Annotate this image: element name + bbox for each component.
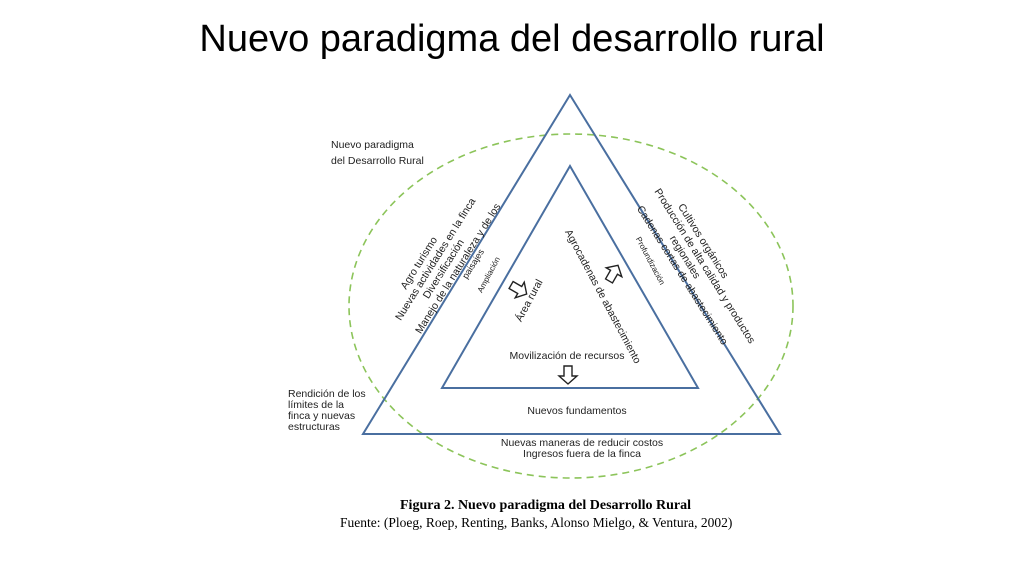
- outer-triangle: [361, 93, 782, 435]
- figure-source: Fuente: (Ploeg, Roep, Renting, Banks, Al…: [340, 515, 733, 530]
- bottom-label-ingresos: Ingresos fuera de la finca: [523, 448, 641, 460]
- circle-label-line2: del Desarrollo Rural: [331, 155, 424, 167]
- slide-title: Nuevo paradigma del desarrollo rural: [199, 18, 825, 60]
- paradigm-circle: [348, 133, 794, 479]
- rendicion-line3: finca y nuevas: [288, 410, 355, 422]
- bottom-label-costos: Nuevas maneras de reducir costos: [501, 437, 663, 449]
- inner-triangle: [440, 163, 700, 389]
- agrocadenas-label: Agrocadenas de abastecimiento: [562, 228, 643, 366]
- circle-label-line1: Nuevo paradigma: [331, 139, 414, 151]
- rendicion-line4: estructuras: [288, 421, 340, 433]
- nuevos-fundamentos-label: Nuevos fundamentos: [527, 405, 626, 417]
- movilizacion-label: Movilización de recursos: [510, 350, 625, 362]
- arrow-right-icon: [604, 264, 624, 284]
- arrow-down-icon: [557, 365, 579, 385]
- rendicion-line1: Rendición de los: [288, 388, 366, 400]
- arrow-left-icon: [508, 280, 528, 300]
- rendicion-line2: límites de la: [288, 399, 344, 411]
- figure-title: Figura 2. Nuevo paradigma del Desarrollo…: [400, 498, 692, 513]
- figure-caption: Figura 2. Nuevo paradigma del Desarrollo…: [340, 498, 760, 531]
